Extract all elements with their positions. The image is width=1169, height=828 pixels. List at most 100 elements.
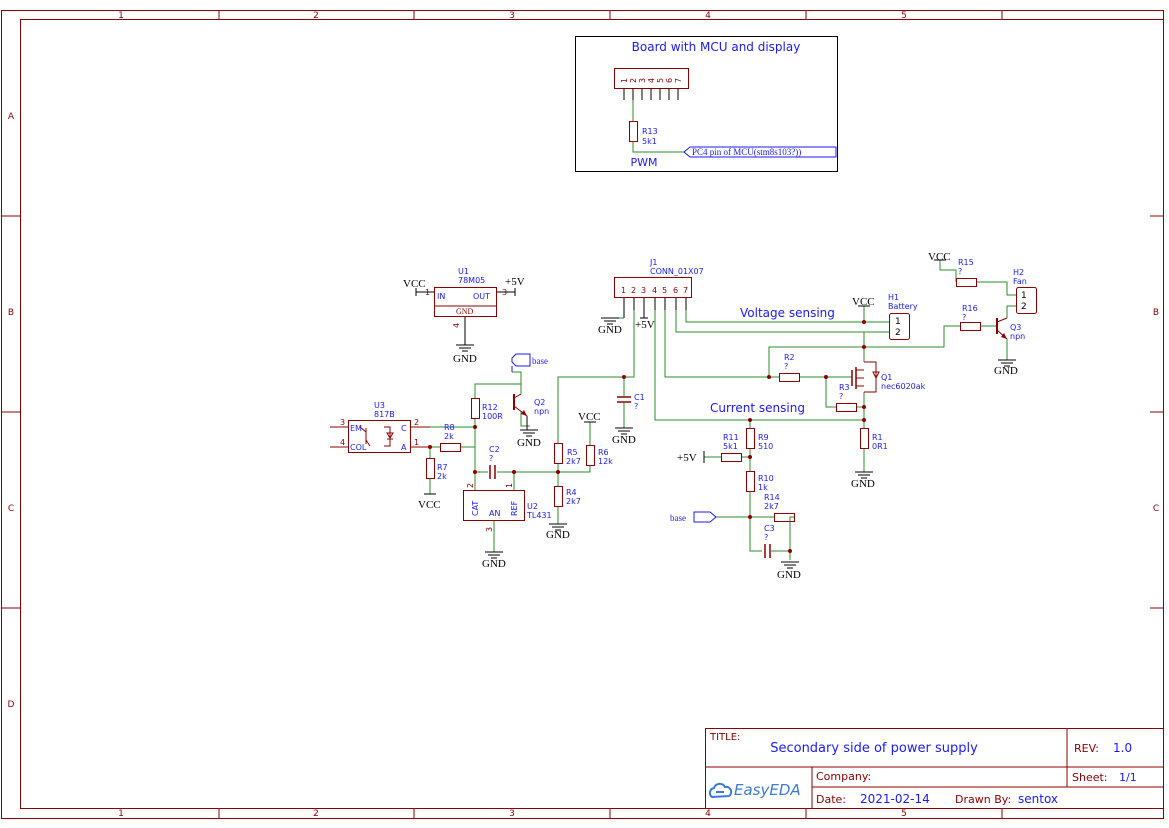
r12-ref: R12 xyxy=(482,403,498,412)
q1-mosfet[interactable]: Q1 nec6020ak xyxy=(851,361,926,393)
sheet-frame xyxy=(1,10,1164,819)
pin-number: 3 xyxy=(340,418,345,427)
vcc-net: VCC xyxy=(578,411,601,423)
header-pin: 4 xyxy=(647,78,656,83)
r6-resistor[interactable]: R6 12k VCC xyxy=(578,411,613,466)
row-label: C xyxy=(1153,504,1159,514)
plus5v-net: +5V xyxy=(505,276,525,288)
gnd-net: GND xyxy=(453,353,477,365)
r10-ref: R10 xyxy=(758,474,774,483)
col-label: 3 xyxy=(509,11,515,21)
r7-resistor[interactable]: R7 2k VCC xyxy=(418,458,448,512)
header-pin: 1 xyxy=(620,78,629,83)
r11-ref: R11 xyxy=(723,433,739,442)
col-label: 1 xyxy=(118,809,124,819)
u3-pin-col: COL xyxy=(350,443,367,452)
c2-capacitor[interactable]: C2 ? xyxy=(489,445,500,479)
u2-value: TL431 xyxy=(526,511,552,520)
j1-pin: 3 xyxy=(641,286,646,295)
r8-value: 2k xyxy=(444,432,454,441)
r1-value: 0R1 xyxy=(872,442,888,451)
r8-resistor[interactable]: R8 2k xyxy=(440,423,461,452)
r15-resistor[interactable]: VCC R15 ? xyxy=(928,251,977,287)
r16-resistor[interactable]: R16 ? xyxy=(960,304,981,331)
vcc-net: VCC xyxy=(403,278,426,290)
u3-pin-a: A xyxy=(401,443,407,452)
gnd-net: GND xyxy=(598,324,622,336)
base-netflag-bottom[interactable]: base xyxy=(670,511,717,523)
col-label: 2 xyxy=(313,809,319,819)
r11-resistor[interactable]: R11 5k1 +5V xyxy=(677,433,742,464)
r3-ref: R3 xyxy=(839,383,850,392)
r15-value: ? xyxy=(958,267,962,276)
date-label: Date: xyxy=(816,793,846,806)
r10-resistor[interactable]: R10 1k xyxy=(746,471,774,493)
r2-resistor[interactable]: R2 ? xyxy=(779,353,800,382)
r7-value: 2k xyxy=(437,472,447,481)
u2-pin-an: AN xyxy=(489,509,500,518)
r11-value: 5k1 xyxy=(723,442,738,451)
r14-value: 2k7 xyxy=(764,502,779,511)
vcc-net: VCC xyxy=(418,499,441,511)
j1-pin: 5 xyxy=(662,286,667,295)
r15-ref: R15 xyxy=(958,258,974,267)
wires xyxy=(412,260,1016,560)
q3-transistor[interactable]: Q3 npn GND xyxy=(994,317,1025,377)
col-label: 3 xyxy=(509,809,515,819)
u2-tl431[interactable]: CAT REF AN U2 TL431 2 1 3 GND xyxy=(463,483,552,570)
pin-number: 1 xyxy=(505,483,514,488)
mcu-board-block[interactable]: Board with MCU and display 1 2 3 4 5 6 7… xyxy=(575,36,838,172)
pc4-flag-text: PC4 pin of MCU(stm8s103?)) xyxy=(692,147,801,157)
r9-value: 510 xyxy=(758,442,773,451)
r9-resistor[interactable]: R9 510 xyxy=(746,428,774,452)
c3-capacitor[interactable]: C3 ? GND xyxy=(764,524,801,581)
j1-pin: 2 xyxy=(631,286,636,295)
r4-value: 2k7 xyxy=(566,497,581,506)
col-label: 5 xyxy=(901,11,907,21)
r5-resistor[interactable]: R5 2k7 xyxy=(554,443,581,467)
sheet-title: Secondary side of power supply xyxy=(770,741,978,756)
gnd-net: GND xyxy=(482,558,506,570)
r14-resistor[interactable]: R14 2k7 xyxy=(764,493,795,522)
row-label: B xyxy=(1153,308,1159,318)
gnd-net: GND xyxy=(994,365,1018,377)
pin-number: 4 xyxy=(340,438,345,447)
r16-ref: R16 xyxy=(962,304,978,313)
j1-pin: 4 xyxy=(652,286,657,295)
r5-value: 2k7 xyxy=(566,457,581,466)
pin-number: 1 xyxy=(414,438,419,447)
r1-resistor[interactable]: R1 0R1 GND xyxy=(851,428,888,491)
r1-ref: R1 xyxy=(872,433,883,442)
q3-ref: Q3 xyxy=(1010,323,1021,332)
r3-value: ? xyxy=(839,392,843,401)
c1-capacitor[interactable]: C1 ? GND xyxy=(612,391,645,446)
h1-ref: H1 xyxy=(888,293,899,302)
j1-value: CONN_01X07 xyxy=(650,267,704,276)
r12-resistor[interactable]: R12 100R xyxy=(471,398,504,422)
r4-resistor[interactable]: R4 2k7 GND xyxy=(546,486,581,542)
u1-regulator[interactable]: U1 78M05 IN OUT GND 1 3 4 VCC +5V GND xyxy=(403,267,525,365)
q1-ref: Q1 xyxy=(881,373,892,382)
c3-ref: C3 xyxy=(764,524,775,533)
pc4-netflag[interactable] xyxy=(683,146,837,158)
q2-transistor[interactable]: Q2 npn GND xyxy=(513,393,549,449)
sheet-label: Sheet: xyxy=(1072,771,1108,784)
header-pin: 6 xyxy=(665,78,674,83)
h2-fan-connector[interactable]: H2 Fan 1 2 xyxy=(1013,268,1037,314)
u3-optocoupler[interactable]: U3 817B EM COL C A 3 4 2 1 xyxy=(330,401,430,453)
col-label: 4 xyxy=(705,809,711,819)
base-netflag-top[interactable]: base xyxy=(511,353,548,372)
r13-resistor[interactable] xyxy=(629,121,638,142)
pin-number: 4 xyxy=(452,323,461,328)
r3-resistor[interactable]: R3 ? xyxy=(836,383,857,412)
base-flag-text: base xyxy=(670,513,686,523)
h2-value: Fan xyxy=(1013,277,1027,286)
j1-pin: 1 xyxy=(621,286,626,295)
j1-connector[interactable]: J1 CONN_01X07 1 2 3 4 5 6 7 GND +5V xyxy=(598,258,704,336)
h1-battery-connector[interactable]: H1 Battery 1 2 VCC xyxy=(852,293,918,340)
u1-pin-gnd: GND xyxy=(456,307,474,316)
pwm-label: PWM xyxy=(630,156,657,169)
row-label: A xyxy=(8,112,15,122)
gnd-icon xyxy=(455,344,475,352)
